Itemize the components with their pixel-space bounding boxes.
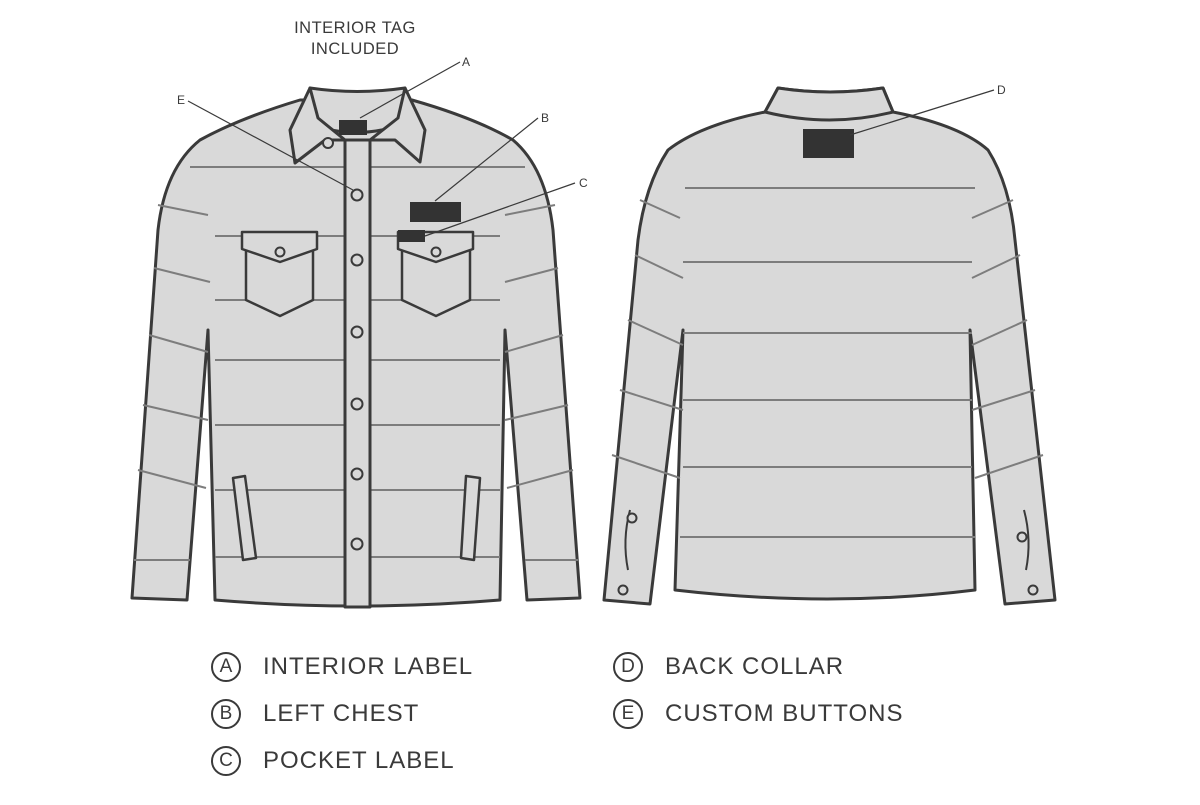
placket [343, 138, 372, 609]
jacket-back [602, 86, 1057, 606]
legend-item-c: C POCKET LABEL [211, 746, 455, 776]
callout-a: A [462, 55, 470, 69]
interior-label-patch [339, 120, 367, 135]
letter-a-circle-icon: A [211, 652, 241, 682]
legend-label: CUSTOM BUTTONS [665, 700, 904, 727]
diagram-title: INTERIOR TAG INCLUDED [255, 18, 455, 60]
legend-label: POCKET LABEL [263, 747, 455, 774]
title-line-1: INTERIOR TAG [294, 19, 416, 37]
button-icon [350, 188, 364, 202]
jacket-front [130, 86, 582, 609]
pocket-label-patch [398, 230, 425, 242]
legend-item-b: B LEFT CHEST [211, 699, 419, 729]
title-line-2: INCLUDED [310, 40, 400, 58]
cuff-button-icon [1016, 531, 1028, 543]
chest-pocket-right-wearer [240, 230, 319, 318]
legend-item-e: E CUSTOM BUTTONS [613, 699, 903, 729]
legend-item-d: D BACK COLLAR [613, 652, 844, 682]
letter-e-circle-icon: E [613, 699, 643, 729]
cuff-button-icon [1027, 584, 1039, 596]
button-icon [350, 467, 364, 481]
callout-d: D [997, 83, 1006, 97]
chest-pocket-left-wearer [396, 230, 475, 318]
side-pocket-left [231, 474, 258, 562]
button-icon [350, 537, 364, 551]
front-buttons [322, 137, 364, 551]
back-quilting-lines [611, 187, 1044, 538]
letter-c-circle-icon: C [211, 746, 241, 776]
back-collar-patch [803, 129, 854, 158]
callout-e: E [177, 93, 185, 107]
front-callout-lines [187, 61, 576, 237]
legend-label: INTERIOR LABEL [263, 653, 474, 680]
back-silhouette [602, 86, 1057, 606]
callout-c: C [579, 176, 588, 190]
callout-b: B [541, 111, 549, 125]
cuff-button-icon [626, 512, 638, 524]
left-chest-patch [410, 202, 461, 222]
collar-button-icon [322, 137, 334, 149]
button-icon [350, 253, 364, 267]
side-pocket-right [459, 474, 482, 562]
letter-d-circle-icon: D [613, 652, 643, 682]
legend-label: LEFT CHEST [263, 700, 420, 727]
callout-line-d [849, 89, 995, 136]
legend-label: BACK COLLAR [665, 653, 845, 680]
cuff-details [617, 509, 1039, 596]
back-collar [763, 86, 895, 122]
cuff-button-icon [617, 584, 629, 596]
button-icon [350, 397, 364, 411]
collar-right [368, 86, 427, 164]
button-icon [350, 325, 364, 339]
letter-b-circle-icon: B [211, 699, 241, 729]
legend-item-a: A INTERIOR LABEL [211, 652, 473, 682]
